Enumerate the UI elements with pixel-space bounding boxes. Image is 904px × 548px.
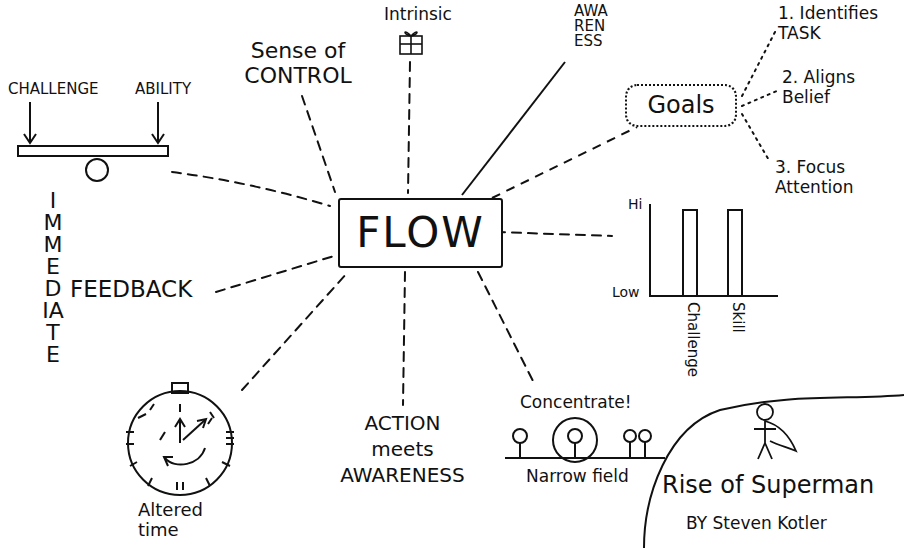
- leader-lines: [478, 272, 535, 385]
- branch-label: FEEDBACK: [70, 276, 192, 304]
- balance-label: CHALLENGE: [8, 80, 99, 98]
- goal-leader-lines: [742, 32, 779, 162]
- leader-lines: [172, 62, 612, 405]
- bar-chart: [650, 204, 778, 296]
- gift-icon: [400, 43, 422, 45]
- awareness-line: [462, 62, 565, 195]
- book-panel: Rise of Superman BY Steven Kotler: [640, 385, 904, 548]
- balance-label: ABILITY: [135, 80, 191, 98]
- tree-field: [553, 418, 597, 462]
- branch-label: Narrow field: [526, 466, 629, 486]
- tree-field: [519, 443, 521, 458]
- gift-icon: [410, 36, 412, 54]
- book-outline: [644, 395, 904, 548]
- axis-category: Skill: [729, 302, 747, 333]
- clock-drawing: [160, 432, 165, 440]
- tree-field: [639, 430, 651, 442]
- leader-lines: [302, 96, 335, 192]
- awareness-line: [462, 62, 565, 195]
- leader-lines: [172, 172, 330, 206]
- goal-item: 1. Identifies TASK: [778, 4, 896, 43]
- tree-field: [513, 429, 527, 443]
- tree-field: [644, 442, 646, 458]
- tree-field: [505, 418, 665, 462]
- clock-drawing: [126, 383, 234, 495]
- flow-box: FLOW: [338, 198, 503, 268]
- bar-chart: [728, 210, 742, 296]
- node-text-group: Goals: [647, 91, 714, 120]
- gift-icon: [400, 36, 422, 54]
- clock-drawing: [164, 457, 173, 466]
- superhero-figure: [754, 421, 796, 459]
- axis-label: Low: [612, 284, 640, 301]
- clock-drawing: [183, 420, 205, 440]
- branch-label: Intrinsic: [384, 4, 452, 24]
- balance-scale: [24, 134, 36, 143]
- book-title: Rise of Superman: [662, 471, 874, 500]
- goal-item: 2. Aligns Belief: [782, 68, 892, 107]
- leader-lines: [496, 232, 612, 236]
- gift-icon: [405, 32, 417, 36]
- goals-cloud: Goals: [625, 84, 737, 127]
- superhero-figure: [757, 404, 773, 420]
- leader-lines: [403, 272, 405, 405]
- branch-label: AWARENESS: [574, 4, 614, 49]
- goals-title: Goals: [647, 91, 714, 120]
- dashed-connector: [492, 127, 637, 198]
- leader-lines: [216, 256, 334, 292]
- axis-category: Challenge: [684, 302, 702, 377]
- balance-scale: [18, 146, 168, 156]
- branch-label: Concentrate!: [520, 392, 632, 412]
- clock-drawing: [179, 420, 181, 443]
- clock-drawing: [126, 404, 234, 490]
- goal-leader-lines: [742, 114, 770, 162]
- balance-scale: [29, 102, 31, 142]
- balance-scale: [86, 159, 108, 181]
- tree-field: [568, 429, 582, 443]
- tree-field: [574, 443, 576, 458]
- balance-scale: [152, 134, 164, 143]
- balance-scale: [157, 102, 159, 142]
- clock-drawing: [197, 419, 206, 428]
- node-text-group: FLOW: [356, 208, 485, 258]
- book-author: BY Steven Kotler: [686, 513, 827, 533]
- goal-leader-lines: [742, 32, 775, 96]
- branch-label: Altered time: [138, 500, 228, 540]
- leader-lines: [408, 62, 410, 193]
- clock-drawing: [172, 383, 188, 393]
- balance-scale: [18, 102, 168, 181]
- goal-item: 3. Focus Attention: [775, 158, 897, 197]
- branch-label: ACTION meets AWARENESS: [335, 410, 470, 488]
- clock-drawing: [175, 419, 185, 427]
- gift-icon: [400, 32, 422, 54]
- bar-chart: [683, 210, 697, 296]
- leader-lines: [242, 272, 348, 390]
- axis-label: Hi: [628, 196, 642, 213]
- bar-chart: [650, 204, 778, 296]
- branch-label: Sense of CONTROL: [228, 38, 368, 89]
- tree-field: [624, 430, 636, 442]
- flow-title: FLOW: [356, 208, 485, 258]
- goal-leader-lines: [742, 90, 779, 106]
- vertical-word: IMMEDIATE: [42, 190, 64, 366]
- tree-field: [629, 442, 631, 458]
